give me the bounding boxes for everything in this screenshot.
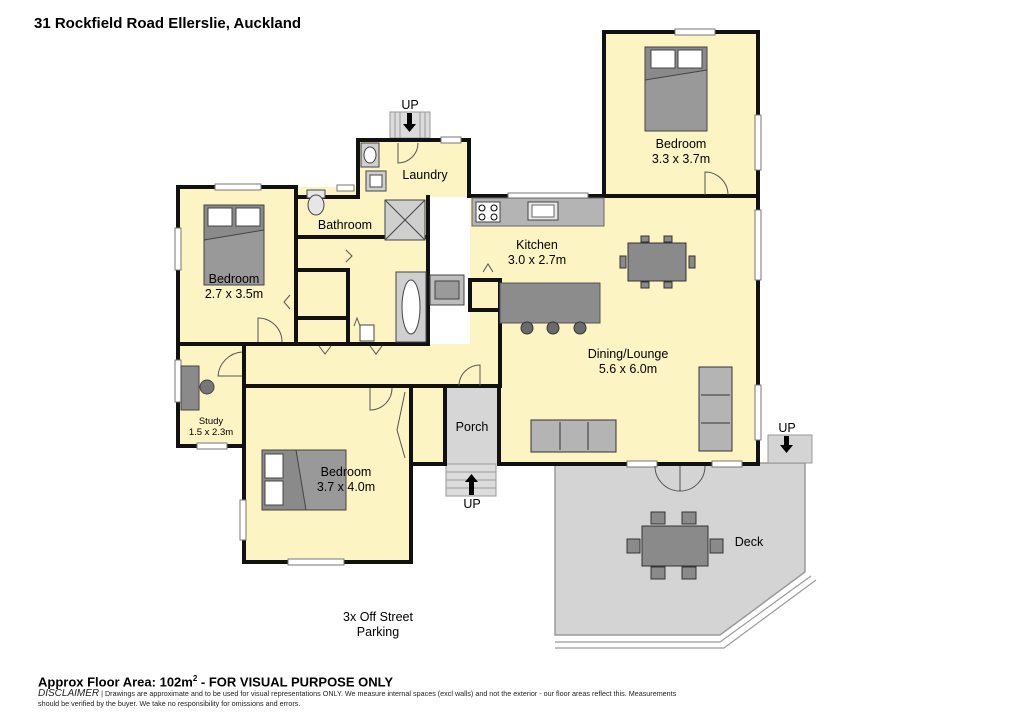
room-size-study: 1.5 x 2.3m <box>189 427 233 438</box>
parking-label-line2: Parking <box>357 625 399 639</box>
disclaimer-label: DISCLAIMER <box>38 688 100 699</box>
bathroom-fixtures <box>306 142 427 343</box>
stair-label-deck: UP <box>778 421 795 435</box>
floor-area-unit-sup: 2 <box>192 674 198 683</box>
room-size-dining: 5.6 x 6.0m <box>599 362 657 376</box>
room-name-kitchen: Kitchen <box>516 238 558 252</box>
kitchen-fixtures <box>429 197 605 335</box>
room-name-bedroom-ne: Bedroom <box>656 137 707 151</box>
room-size-bedroom-nw: 2.7 x 3.5m <box>205 287 263 301</box>
room-name-deck: Deck <box>735 535 764 549</box>
room-name-bedroom-nw: Bedroom <box>209 272 260 286</box>
bed-icon <box>203 46 708 511</box>
stair-label-porch: UP <box>463 497 480 511</box>
porch-floor <box>445 386 497 464</box>
room-size-kitchen: 3.0 x 2.7m <box>508 253 566 267</box>
disclaimer-text: | Drawings are approximate and to be use… <box>38 689 677 708</box>
room-size-bedroom-ne: 3.3 x 3.7m <box>652 152 710 166</box>
room-name-porch: Porch <box>456 420 489 434</box>
desk-icon <box>180 365 215 411</box>
up-arrow-icon <box>403 113 793 495</box>
windows <box>174 28 762 566</box>
room-name-laundry: Laundry <box>402 168 448 182</box>
deck-furniture <box>626 511 724 580</box>
floor-area-prefix: Approx Floor Area: 102m <box>38 674 193 690</box>
floor-area-suffix: - FOR VISUAL PURPOSE ONLY <box>197 674 394 690</box>
parking-label-line1: 3x Off Street <box>343 610 413 624</box>
room-name-bedroom-s: Bedroom <box>321 465 372 479</box>
room-name-dining: Dining/Lounge <box>588 347 669 361</box>
floor-area-note: Approx Floor Area: 102m2 - FOR VISUAL PU… <box>38 674 393 689</box>
page-title: 31 Rockfield Road Ellerslie, Auckland <box>34 15 302 32</box>
disclaimer: DISCLAIMER | Drawings are approximate an… <box>38 689 678 709</box>
dining-furniture <box>530 235 733 453</box>
stair-label-laundry: UP <box>401 98 418 112</box>
doors <box>217 142 729 492</box>
room-size-bedroom-s: 3.7 x 4.0m <box>317 480 375 494</box>
room-name-bathroom: Bathroom <box>318 218 372 232</box>
room-name-study: Study <box>199 416 224 427</box>
